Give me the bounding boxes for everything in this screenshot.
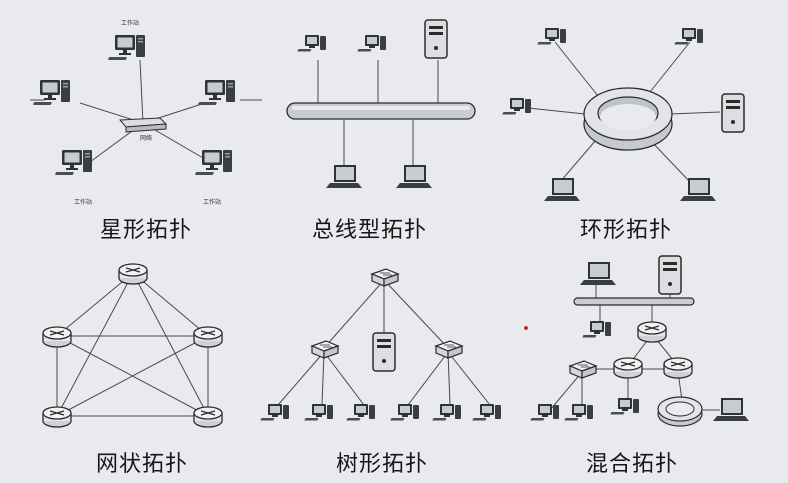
- hybrid-bus-cable: [573, 297, 695, 306]
- hybrid-router-icon: [663, 357, 693, 379]
- ring-topology: [527, 41, 721, 183]
- caption-star: 星形拓扑: [100, 218, 193, 243]
- bus-server-icon: [424, 19, 448, 59]
- hybrid-router-icon: [637, 321, 667, 343]
- tree-server-icon: [372, 332, 396, 372]
- hybrid-router-icon: [613, 357, 643, 379]
- tree-pc-icon: [260, 404, 289, 421]
- bus-pc-icon: [357, 35, 386, 52]
- tree-pc-icon: [346, 404, 375, 421]
- mesh-router-icon: [193, 406, 223, 428]
- bus-backbone-cable: [286, 102, 476, 120]
- mesh-router-icon: [42, 406, 72, 428]
- tree-pc-icon: [472, 404, 501, 421]
- mesh-router-icon: [42, 326, 72, 348]
- ring-pc-icon: [674, 28, 703, 45]
- caption-bus: 总线型拓扑: [312, 218, 428, 243]
- star-workstation-icon: [194, 150, 232, 175]
- ring-pc-icon: [502, 98, 531, 115]
- tree-pc-icon: [390, 404, 419, 421]
- hybrid-pc-icon: [610, 398, 639, 415]
- hybrid-ring-cable: [657, 396, 703, 427]
- star-hub: [118, 117, 168, 133]
- hybrid-switch-icon: [569, 360, 597, 379]
- star-workstation-icon: [107, 35, 145, 60]
- star-hub-label: 网络: [140, 135, 153, 142]
- hybrid-pc-icon: [564, 404, 593, 421]
- hybrid-laptop-icon: [580, 262, 616, 285]
- tree-switch-icon: [435, 340, 463, 359]
- hybrid-pc-icon: [582, 321, 611, 338]
- hybrid-pc-icon: [530, 404, 559, 421]
- star-workstation-icon: [54, 150, 92, 175]
- bus-laptop-icon: [326, 165, 362, 188]
- cursor-dot: [524, 326, 528, 330]
- bus-pc-icon: [297, 35, 326, 52]
- caption-hybrid: 混合拓扑: [586, 452, 679, 477]
- star-workstation-icon: [32, 80, 70, 105]
- tree-pc-icon: [432, 404, 461, 421]
- caption-tree: 树形拓扑: [336, 452, 429, 477]
- ring-pc-icon: [537, 28, 566, 45]
- caption-ring: 环形拓扑: [580, 218, 673, 243]
- star-workstation-icon: [197, 80, 235, 105]
- star-topology: [30, 59, 262, 163]
- tree-root-switch-icon: [371, 268, 399, 287]
- ring-cable: [583, 87, 673, 151]
- star-label-top: 工作站: [121, 20, 140, 27]
- mesh-router-icon: [193, 326, 223, 348]
- ring-laptop-icon: [544, 178, 580, 201]
- star-label-bl: 工作站: [74, 199, 93, 206]
- tree-topology: [277, 279, 491, 406]
- hybrid-server-icon: [658, 255, 682, 295]
- bus-laptop-icon: [396, 165, 432, 188]
- mesh-topology: [56, 272, 209, 417]
- mesh-router-icon: [118, 263, 148, 285]
- star-label-br: 工作站: [203, 199, 222, 206]
- ring-laptop-icon: [680, 178, 716, 201]
- tree-pc-icon: [304, 404, 333, 421]
- bus-topology: [317, 60, 439, 165]
- tree-switch-icon: [311, 340, 339, 359]
- caption-mesh: 网状拓扑: [96, 452, 189, 477]
- ring-server-icon: [721, 93, 745, 133]
